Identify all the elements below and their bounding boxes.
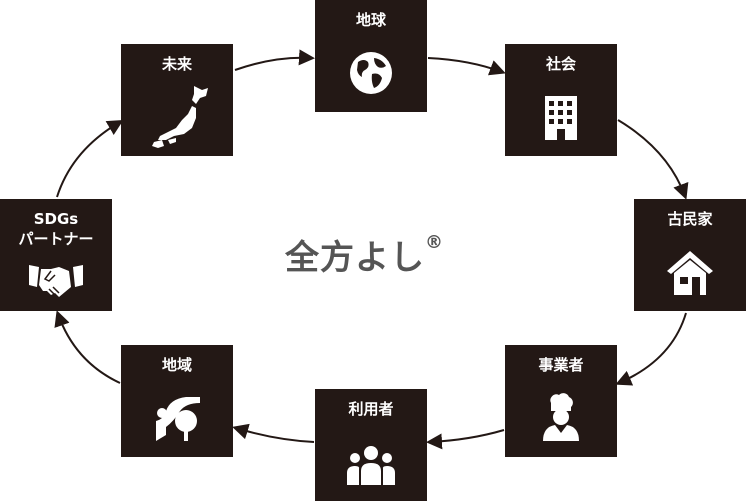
node-business: 事業者	[505, 345, 617, 457]
node-users: 利用者	[315, 389, 427, 501]
arrow-business-to-users	[426, 429, 505, 450]
house-icon	[667, 251, 713, 295]
node-label: 利用者	[348, 400, 394, 418]
node-region: 地域	[121, 345, 233, 457]
arrow-kominka-to-business	[615, 312, 687, 386]
node-label: 地球	[355, 11, 386, 29]
arrow-future-to-earth	[234, 49, 315, 71]
node-label: 地域	[161, 356, 192, 374]
globe-icon	[350, 52, 392, 94]
node-earth: 地球	[315, 0, 427, 112]
node-label-line2: パートナー	[18, 230, 94, 248]
node-label-line1: SDGs	[33, 210, 79, 228]
arrow-sdgs-to-future	[56, 119, 124, 198]
node-label: 事業者	[538, 356, 584, 374]
title-text: 全方よし	[285, 238, 425, 278]
node-label: 社会	[545, 55, 576, 73]
arrow-earth-to-society	[427, 57, 506, 76]
node-label: SDGs パートナー	[18, 209, 93, 249]
chef-icon	[543, 393, 579, 441]
node-society: 社会	[505, 44, 617, 156]
node-label: 古民家	[667, 210, 713, 228]
building-icon	[545, 96, 577, 140]
handshake-icon	[29, 265, 83, 297]
node-future: 未来	[121, 44, 233, 156]
users-icon	[347, 446, 395, 485]
center-title: 全方よし®	[285, 230, 444, 279]
arrow-society-to-kominka	[617, 119, 689, 200]
node-sdgs-partner: SDGs パートナー	[0, 199, 112, 311]
node-kominka: 古民家	[634, 199, 746, 311]
node-label: 未来	[161, 55, 192, 73]
japan-map-icon	[152, 86, 208, 148]
arrow-users-to-region	[232, 423, 315, 443]
arrow-region-to-sdgs	[54, 310, 121, 384]
registered-mark: ®	[425, 232, 444, 253]
landscape-tree-icon	[156, 397, 200, 441]
